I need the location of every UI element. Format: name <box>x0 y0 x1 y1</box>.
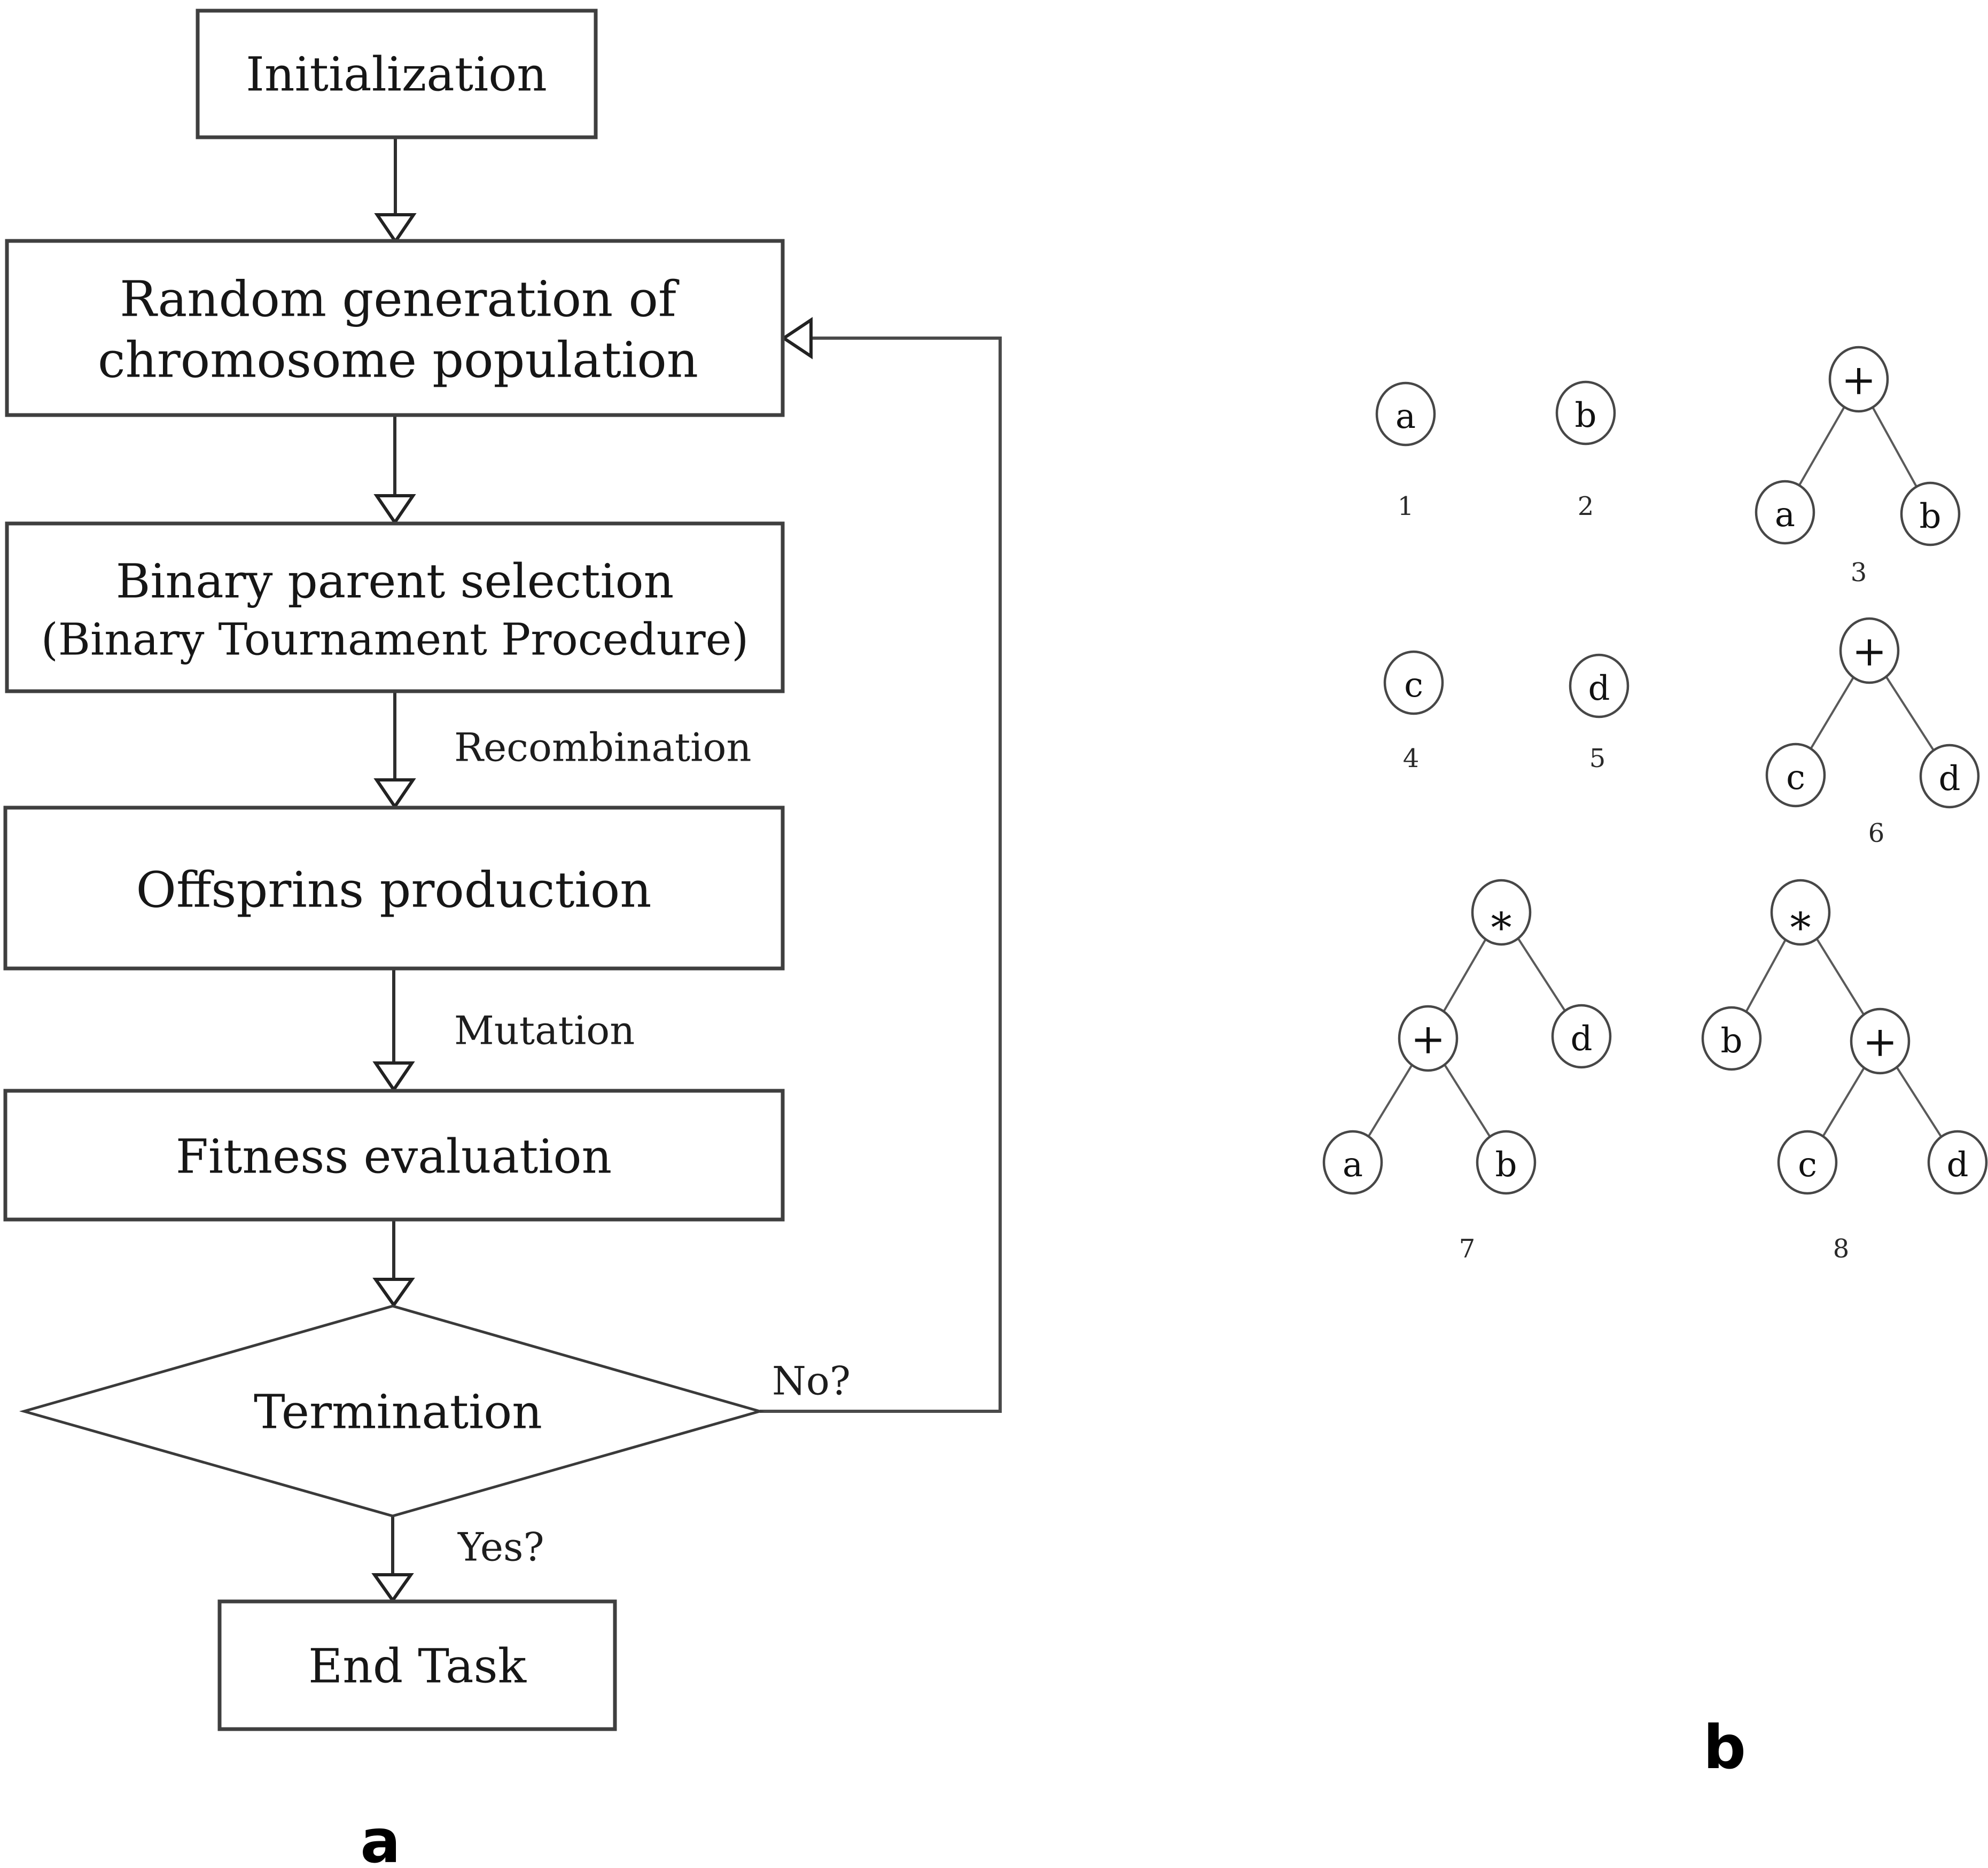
tree7-node-a <box>1322 1130 1383 1195</box>
tree7-node-d-label: d <box>1571 1019 1593 1059</box>
tree3-node-plus-label: + <box>1841 356 1876 404</box>
tree7-node-d <box>1551 1004 1612 1069</box>
tree6-node-plus-label: + <box>1852 628 1886 676</box>
flowchart-label-offspring: Offsprins production <box>136 862 652 919</box>
tree7-node-b <box>1476 1130 1537 1195</box>
tree6-node-c <box>1765 742 1826 808</box>
tree7-node-plus <box>1398 1005 1459 1072</box>
tree2-node-b-label: b <box>1575 396 1597 435</box>
tree1-number: 1 <box>1398 491 1414 521</box>
tree8-node-b <box>1701 1006 1762 1071</box>
tree7-node-star <box>1471 879 1532 946</box>
tree3-node-a-label: a <box>1775 495 1795 535</box>
flowchart-label-binary-line1: Binary parent selection <box>116 554 674 609</box>
edge-label-yes: Yes? <box>457 1525 544 1570</box>
flowchart-label-fitness: Fitness evaluation <box>176 1129 612 1184</box>
tree6-node-c-label: c <box>1786 758 1805 798</box>
arrowhead-down-icon <box>372 1061 415 1093</box>
flowchart-label-initialization: Initialization <box>246 47 547 102</box>
flowchart-box-end-task <box>217 1599 617 1731</box>
tree6-number: 6 <box>1868 818 1885 848</box>
tree7-node-b-label: b <box>1495 1145 1517 1185</box>
arrowhead-left-icon <box>781 317 813 359</box>
panel-a-label: a <box>360 1807 401 1868</box>
tree4-node-c-label: c <box>1404 666 1423 705</box>
tree4-node-c <box>1383 650 1444 715</box>
tree1-node-a <box>1375 381 1436 447</box>
tree8-node-c-label: c <box>1798 1145 1817 1185</box>
tree8-node-plus-label: + <box>1862 1018 1897 1066</box>
flowchart-box-binary-parent-selection <box>5 521 785 693</box>
edge-label-no: No? <box>772 1359 851 1404</box>
flowchart-label-end-task: End Task <box>308 1639 527 1694</box>
tree8-number: 8 <box>1833 1234 1850 1264</box>
tree8-node-b-label: b <box>1721 1021 1743 1061</box>
panel-b-label: b <box>1703 1713 1746 1783</box>
flowchart-box-initialization <box>196 9 598 139</box>
arrowhead-down-icon <box>374 213 417 245</box>
tree6-node-d <box>1919 744 1980 809</box>
tree8-node-star-label: * <box>1790 904 1811 952</box>
tree2-node-b <box>1555 380 1616 445</box>
tree3-number: 3 <box>1851 558 1867 588</box>
tree3-node-b <box>1900 481 1961 546</box>
tree5-number: 5 <box>1589 744 1606 773</box>
tree3-node-plus <box>1828 346 1889 413</box>
tree8-node-star <box>1770 879 1831 946</box>
flowchart-box-fitness-evaluation <box>3 1089 785 1222</box>
edge-label-mutation: Mutation <box>454 1009 635 1054</box>
loop-connector-no-branch <box>760 337 1002 1413</box>
tree8-node-d <box>1927 1130 1988 1195</box>
tree8-node-plus <box>1850 1007 1911 1075</box>
tree3-node-b-label: b <box>1920 497 1942 536</box>
tree3-node-a <box>1755 480 1815 545</box>
tree4-number: 4 <box>1403 744 1420 773</box>
tree6-node-d-label: d <box>1939 759 1961 799</box>
tree7-node-star-label: * <box>1491 904 1512 952</box>
tree2-number: 2 <box>1578 491 1594 521</box>
arrowhead-down-icon <box>371 1573 414 1604</box>
tree7-number: 7 <box>1459 1234 1476 1264</box>
flowchart-box-random-generation <box>5 239 785 417</box>
tree5-node-d <box>1569 653 1630 718</box>
tree7-node-a-label: a <box>1343 1145 1363 1185</box>
tree1-node-a-label: a <box>1396 397 1416 436</box>
tree6-node-plus <box>1839 617 1900 684</box>
decision-diamond-termination <box>19 1304 765 1518</box>
flowchart-label-termination: Termination <box>254 1385 542 1440</box>
arrowhead-down-icon <box>373 494 416 526</box>
tree5-node-d-label: d <box>1588 669 1610 708</box>
arrowhead-down-icon <box>372 1278 415 1308</box>
tree7-node-plus-label: + <box>1410 1015 1445 1064</box>
flowchart-label-binary-line2: (Binary Tournament Procedure) <box>41 615 749 666</box>
edge-label-recombination: Recombination <box>454 725 751 771</box>
flowchart-box-offspring-production <box>3 806 785 971</box>
flowchart-label-random-line2: chromosome population <box>98 332 698 389</box>
tree8-node-c <box>1777 1130 1838 1195</box>
tree8-node-d-label: d <box>1947 1145 1969 1185</box>
arrowhead-down-icon <box>373 778 416 810</box>
flowchart-label-random-line1: Random generation of <box>120 271 680 328</box>
